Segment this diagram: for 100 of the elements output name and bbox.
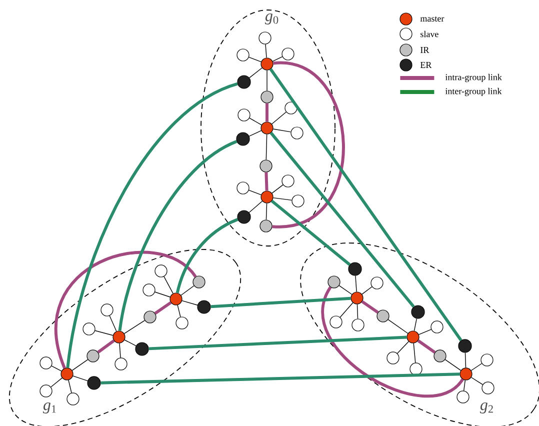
slave-node <box>330 316 342 328</box>
slave-node <box>114 358 128 370</box>
link-line <box>124 340 136 346</box>
link-line <box>249 118 262 126</box>
legend-label: inter-group link <box>445 88 502 96</box>
er-node <box>197 300 211 314</box>
slave-node <box>352 318 364 332</box>
link-line <box>50 378 62 388</box>
slave-node <box>154 264 168 278</box>
er-node <box>237 210 251 224</box>
ir-node <box>376 310 390 322</box>
link-line <box>176 218 238 294</box>
slave-node <box>292 194 304 208</box>
link-line <box>464 352 466 368</box>
link-line <box>361 300 379 314</box>
er-node <box>236 132 250 146</box>
link-line <box>414 318 418 332</box>
link-line <box>94 330 114 336</box>
ir-node <box>260 90 274 104</box>
slave-node <box>66 392 80 406</box>
master-node <box>260 122 274 134</box>
ir-node <box>328 276 340 288</box>
master-node <box>350 292 364 304</box>
slave-node <box>456 390 470 404</box>
slave-node <box>284 102 298 114</box>
link-line <box>210 296 351 308</box>
link-line <box>109 315 117 332</box>
link-line <box>249 68 262 78</box>
master-node <box>406 330 420 344</box>
link-line <box>463 380 466 392</box>
slave-node <box>236 182 250 194</box>
link-line <box>124 320 146 334</box>
link-line <box>470 363 482 371</box>
link-line <box>269 68 462 342</box>
ir-node <box>144 310 156 324</box>
link-line <box>272 197 292 201</box>
link-line <box>51 366 62 372</box>
link-line <box>444 359 462 371</box>
link-line <box>118 140 238 331</box>
master-node <box>260 190 274 204</box>
legend-label: intra-group link <box>445 74 502 82</box>
link-line <box>182 300 198 306</box>
link-line <box>54 251 197 369</box>
er-node <box>135 342 149 356</box>
link-line <box>72 359 88 371</box>
slave-node <box>40 384 52 398</box>
link-line <box>356 304 358 320</box>
slave-node <box>482 382 494 394</box>
link-line <box>272 56 283 62</box>
link-line <box>266 70 268 92</box>
link-line <box>164 276 174 294</box>
slave-node <box>370 276 384 290</box>
slave-node <box>100 304 114 316</box>
link-line <box>272 184 284 194</box>
link-line <box>266 134 268 160</box>
er-node <box>237 75 251 89</box>
link-line <box>154 292 170 298</box>
link-line <box>66 82 238 368</box>
slave-node <box>82 322 96 336</box>
link-line <box>362 286 372 295</box>
link-line <box>248 56 262 62</box>
group-label: g$_{0}$ <box>264 12 280 26</box>
group-label: g$_{2}$ <box>478 402 496 414</box>
link-line <box>322 286 464 398</box>
slave-node <box>236 48 250 62</box>
legend-label: ER <box>420 62 432 68</box>
master-node <box>260 58 274 70</box>
link-line <box>248 130 262 136</box>
master-node <box>460 368 472 380</box>
legend-label: IR <box>420 47 430 53</box>
er-node <box>411 305 425 319</box>
ir-node <box>434 350 446 362</box>
slave-node <box>430 320 444 334</box>
slave-node <box>282 174 294 188</box>
link-line <box>413 342 416 364</box>
ir-node <box>260 160 272 172</box>
link-line <box>270 132 415 308</box>
ir-node <box>260 220 272 232</box>
link-line <box>272 62 345 228</box>
link-line <box>417 339 436 354</box>
er-node <box>87 376 101 390</box>
link-line <box>470 377 484 385</box>
link-line <box>265 44 267 58</box>
link-line <box>72 376 88 382</box>
slave-node <box>258 32 272 44</box>
master-node <box>60 368 74 380</box>
link-line <box>264 172 268 191</box>
ir-node <box>192 276 206 288</box>
link-line <box>180 285 194 296</box>
master-node <box>112 330 126 344</box>
slave-node <box>410 362 422 376</box>
er-node <box>458 339 472 353</box>
link-line <box>396 341 409 354</box>
link-line <box>271 112 287 124</box>
link-line <box>119 342 121 358</box>
legend-label: master <box>420 16 444 22</box>
master-node <box>170 292 182 306</box>
link-line <box>266 103 268 122</box>
slave-node <box>290 126 304 140</box>
slave-node <box>386 352 400 364</box>
